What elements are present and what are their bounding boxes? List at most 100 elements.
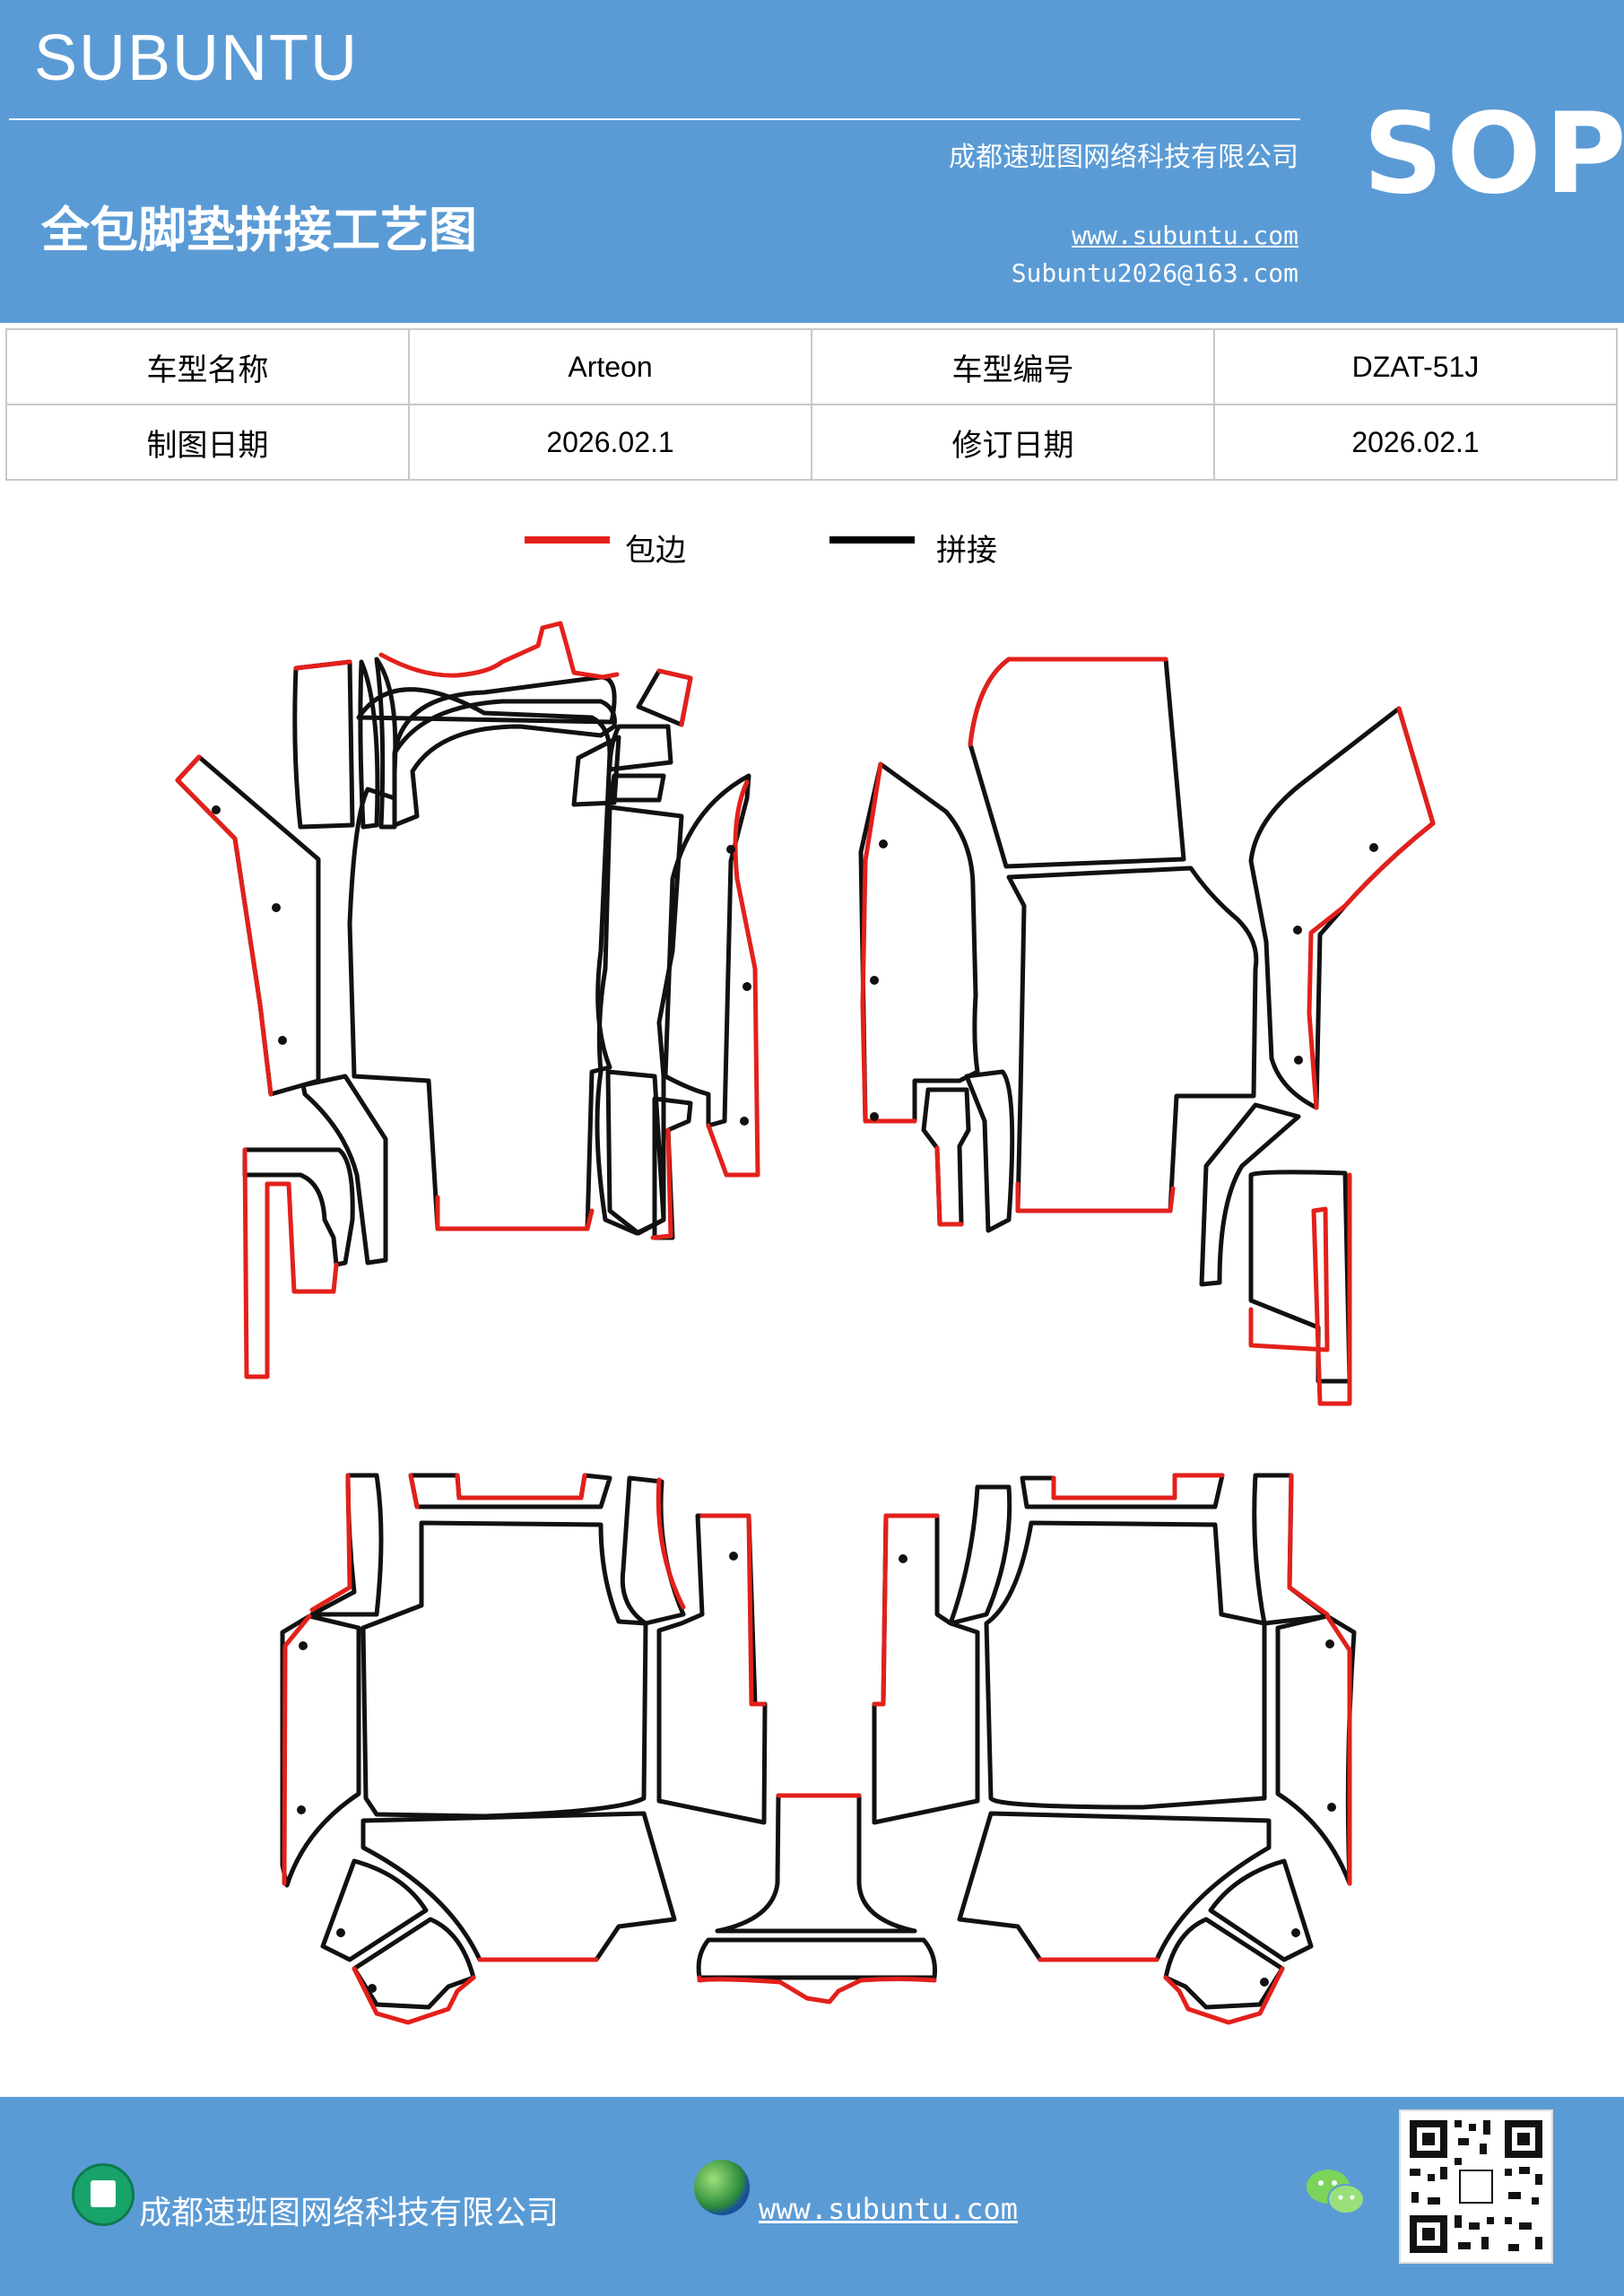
footer-website-link[interactable]: www.subuntu.com [759,2192,1018,2226]
binding-edge [697,1975,937,2005]
mat-piece [858,761,980,1124]
binding-edge [860,761,917,1124]
mat-piece [964,1069,1015,1233]
fastener-dot [212,805,221,814]
table-cell: DZAT-51J [1213,328,1618,405]
fastener-dot [272,903,281,912]
table-cell: 车型名称 [5,328,410,405]
mat-piece [984,1520,1267,1810]
binding-edge [175,754,274,1097]
binding-edge [1324,1613,1352,1886]
email-address: Subuntu2026@163.com [1011,258,1298,288]
mat-piece [292,659,355,830]
binding-edge [242,1147,339,1379]
fastener-dot [299,1641,308,1650]
binding-edge [293,659,352,671]
mat-piece [607,724,673,772]
binding-edge [378,621,620,680]
fastener-dot [870,976,879,985]
wechat-icon[interactable] [1305,2165,1368,2219]
fastener-dot [1327,1803,1336,1812]
mat-piece [1208,1858,1314,1962]
mat-piece [347,674,617,1231]
fastener-dot [297,1805,306,1814]
legend-swatch-seam [829,536,915,544]
binding-edge [352,1966,476,2025]
fastener-dot [729,1552,738,1561]
table-cell: Arteon [408,328,812,405]
binding-edge [1248,1172,1352,1406]
table-row: 车型名称 Arteon 车型编号 DZAT-51J [5,328,1618,405]
floor-mat-diagram [175,621,1436,2025]
mat-piece [957,1811,1272,1962]
mat-piece [663,773,751,1128]
mat-piece [360,1811,677,1962]
mat-piece [605,1069,666,1236]
fastener-dot [1260,1978,1269,1987]
legend-label-binding: 包边 [625,533,686,569]
document-title: 全包脚垫拼接工艺图 [41,201,477,258]
legend-label-seam: 拼接 [936,533,997,569]
mat-piece [872,1513,980,1825]
mat-piece [571,735,621,807]
fastener-dot [899,1554,908,1563]
fastener-dot [743,982,751,991]
binding-edge [934,1145,964,1227]
rear-center-mat-group [696,1793,937,2005]
fastener-dot [740,1117,749,1126]
rear-left-mat-group [280,1473,768,2025]
mat-piece [948,1484,1012,1626]
fastener-dot [278,1036,287,1045]
mat-piece [607,773,666,803]
mat-piece [620,1475,686,1626]
fastener-dot [879,839,888,848]
binding-edge [1163,1966,1285,2025]
table-cell: 车型编号 [811,328,1215,405]
mat-piece [696,1937,937,1980]
fastener-dot [1291,1928,1300,1937]
binding-edge [706,779,760,1178]
binding-edge [408,1473,587,1509]
fastener-dot [336,1928,345,1937]
rear-right-mat-group [872,1473,1357,2025]
fastener-dot [1325,1639,1334,1648]
fastener-dot [870,1112,879,1121]
brand-logo-text: SUBUNTU [34,22,360,94]
table-cell: 2026.02.1 [1213,404,1618,481]
binding-edge [656,668,693,727]
footer-company-name: 成都速班图网络科技有限公司 [139,2195,560,2231]
globe-icon [694,2160,750,2215]
fastener-dot [1293,926,1302,935]
table-cell: 制图日期 [5,404,410,481]
qr-code [1399,2109,1553,2264]
binding-edge [435,1195,595,1231]
sop-label: SOP [1363,90,1624,219]
binding-edge [1307,706,1436,1110]
company-name: 成都速班图网络科技有限公司 [949,142,1298,173]
binding-edge [282,1613,312,1886]
info-table: 车型名称 Arteon 车型编号 DZAT-51J 制图日期 2026.02.1… [5,328,1618,481]
fastener-dot [368,1984,377,1993]
binding-edge [309,1473,352,1613]
mat-piece [374,657,398,830]
binding-edge [1051,1473,1225,1500]
mat-piece [1163,1917,1285,2010]
mat-piece [360,1520,648,1819]
mat-piece [715,1793,917,1934]
mat-piece [392,699,617,828]
website-link[interactable]: www.subuntu.com [1072,221,1298,250]
header-divider [9,118,1300,120]
binding-edge [699,1513,767,1707]
binding-edge [1015,1181,1176,1213]
binding-edge [872,1513,940,1707]
front-right-mat-group [858,657,1436,1406]
mat-piece [1006,865,1259,1213]
mat-piece [320,1858,429,1962]
table-row: 制图日期 2026.02.1 修订日期 2026.02.1 [5,404,1618,481]
legend-swatch-binding [525,536,610,544]
mat-piece [968,657,1186,869]
mat-piece [242,1147,355,1267]
fastener-dot [1294,1056,1303,1065]
fastener-dot [726,845,735,854]
mat-piece [921,1087,971,1227]
